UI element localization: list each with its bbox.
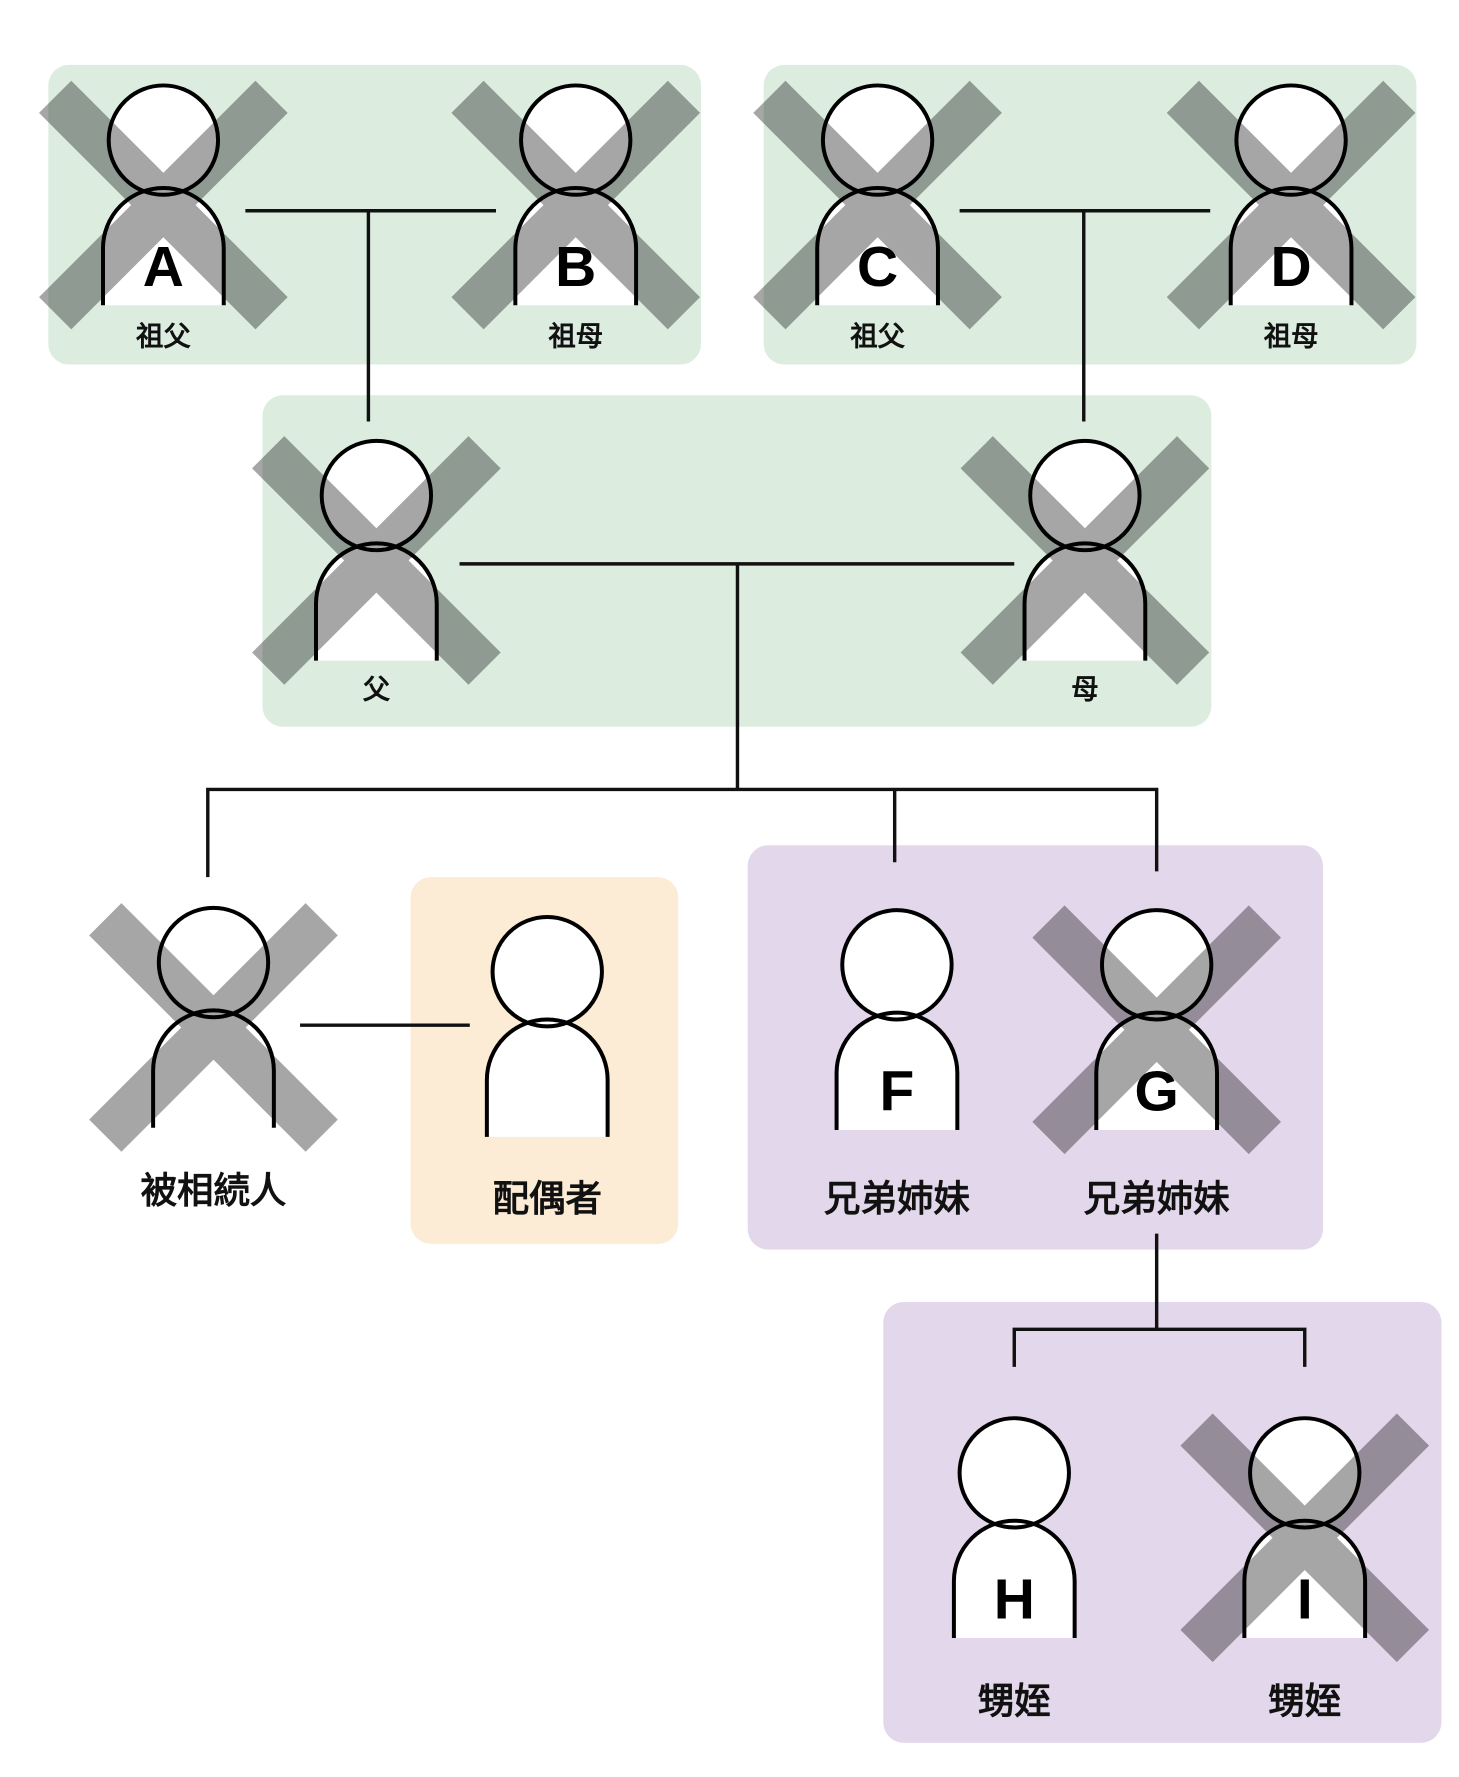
person-head-outline (820, 83, 935, 197)
person-label: 祖父 (136, 322, 191, 353)
line-A-B (245, 209, 496, 422)
deceased-cross-icon (89, 903, 338, 1152)
person-H: H 甥姪 (951, 1416, 1077, 1722)
person-label: 配偶者 (493, 1177, 602, 1220)
person-body-outline (101, 185, 226, 306)
person-body-fill (836, 1012, 958, 1130)
person-head-outline (490, 914, 604, 1029)
person-head-fill (158, 907, 269, 1018)
person-spouse: 配偶者 (484, 914, 610, 1220)
deceased-cross-icon (753, 80, 1002, 330)
person-body-outline (815, 185, 940, 306)
person-label: 祖母 (1264, 322, 1319, 353)
line-C-D (959, 209, 1211, 422)
person-head-outline (1099, 908, 1214, 1022)
person-head-outline (519, 83, 633, 197)
person-head-fill (492, 916, 602, 1027)
connector-lines (206, 209, 1307, 1367)
person-head-fill (1101, 910, 1212, 1020)
person-head-outline (319, 438, 434, 553)
person-A: A 祖父 (39, 80, 288, 353)
group-nephews-nieces (883, 1301, 1442, 1743)
person-body-outline (1228, 185, 1354, 306)
person-head-fill (108, 85, 219, 195)
person-body-outline (1022, 541, 1148, 661)
person-head-fill (959, 1418, 1069, 1528)
person-body-fill (953, 1520, 1075, 1639)
person-body-outline (513, 185, 639, 306)
deceased-cross-icon (1032, 905, 1281, 1155)
person-head-outline (156, 905, 271, 1020)
person-body-fill (102, 187, 224, 306)
deceased-cross-icon (39, 80, 288, 330)
person-head-fill (1236, 85, 1346, 195)
person-body-outline (834, 1010, 960, 1130)
person-letter: I (1297, 1568, 1313, 1632)
line-G-children (1012, 1233, 1307, 1367)
person-label: 父 (363, 675, 391, 706)
person-head-fill (842, 910, 952, 1020)
person-C: C 祖父 (753, 80, 1002, 353)
deceased-cross-icon (960, 436, 1210, 685)
person-body-fill (1244, 1520, 1366, 1639)
person-body-fill (1230, 187, 1352, 306)
person-father: 父 (252, 436, 501, 706)
person-letter: F (880, 1060, 915, 1124)
person-body-fill (1024, 543, 1146, 661)
person-label: 被相続人 (141, 1169, 287, 1212)
person-letter: B (555, 235, 596, 299)
person-body-outline (951, 1518, 1077, 1639)
person-G: G 兄弟姉妹 (1032, 905, 1281, 1220)
person-body-outline (1242, 1518, 1368, 1639)
person-body-outline (151, 1008, 276, 1128)
person-head-fill (321, 440, 432, 551)
person-head-outline (1248, 1416, 1362, 1530)
deceased-cross-icon (451, 80, 701, 330)
person-body-fill (316, 543, 437, 661)
person-letter: C (857, 235, 898, 299)
person-head-outline (106, 83, 221, 197)
person-head-fill (1250, 1418, 1360, 1528)
person-body-fill (515, 187, 637, 306)
person-F: F 兄弟姉妹 (824, 908, 970, 1220)
person-head-fill (822, 85, 933, 195)
deceased-cross-icon (1166, 80, 1416, 330)
person-letter: A (143, 235, 184, 299)
person-label: 兄弟姉妹 (1084, 1177, 1230, 1220)
person-body-outline (314, 541, 439, 661)
person-letter: G (1135, 1060, 1179, 1124)
person-body-outline (484, 1017, 610, 1137)
person-body-fill (486, 1019, 608, 1137)
person-body-fill (817, 187, 938, 306)
person-label: 祖母 (548, 322, 603, 353)
person-head-fill (521, 85, 631, 195)
person-head-fill (1030, 440, 1140, 551)
person-letter: D (1271, 235, 1312, 299)
person-body-outline (1094, 1010, 1220, 1130)
person-head-outline (957, 1416, 1071, 1530)
person-label: 甥姪 (1268, 1679, 1341, 1722)
line-children (206, 787, 1159, 878)
person-body-fill (1096, 1012, 1218, 1130)
person-D: D 祖母 (1166, 80, 1416, 353)
person-body-fill (153, 1010, 274, 1128)
person-B: B 祖母 (451, 80, 701, 353)
person-mother: 母 (960, 436, 1210, 706)
person-decedent: 被相続人 (89, 903, 338, 1212)
person-label: 甥姪 (978, 1679, 1051, 1722)
person-label: 祖父 (850, 322, 905, 353)
person-label: 母 (1071, 675, 1098, 706)
person-label: 兄弟姉妹 (824, 1177, 970, 1220)
person-head-outline (840, 908, 954, 1022)
group-parents (262, 395, 1212, 727)
deceased-cross-icon (1180, 1413, 1430, 1663)
person-head-outline (1028, 438, 1142, 553)
person-letter: H (994, 1568, 1035, 1632)
line-parents (459, 562, 1015, 790)
person-head-outline (1234, 83, 1348, 197)
deceased-cross-icon (252, 436, 501, 685)
person-I: I 甥姪 (1180, 1413, 1430, 1722)
